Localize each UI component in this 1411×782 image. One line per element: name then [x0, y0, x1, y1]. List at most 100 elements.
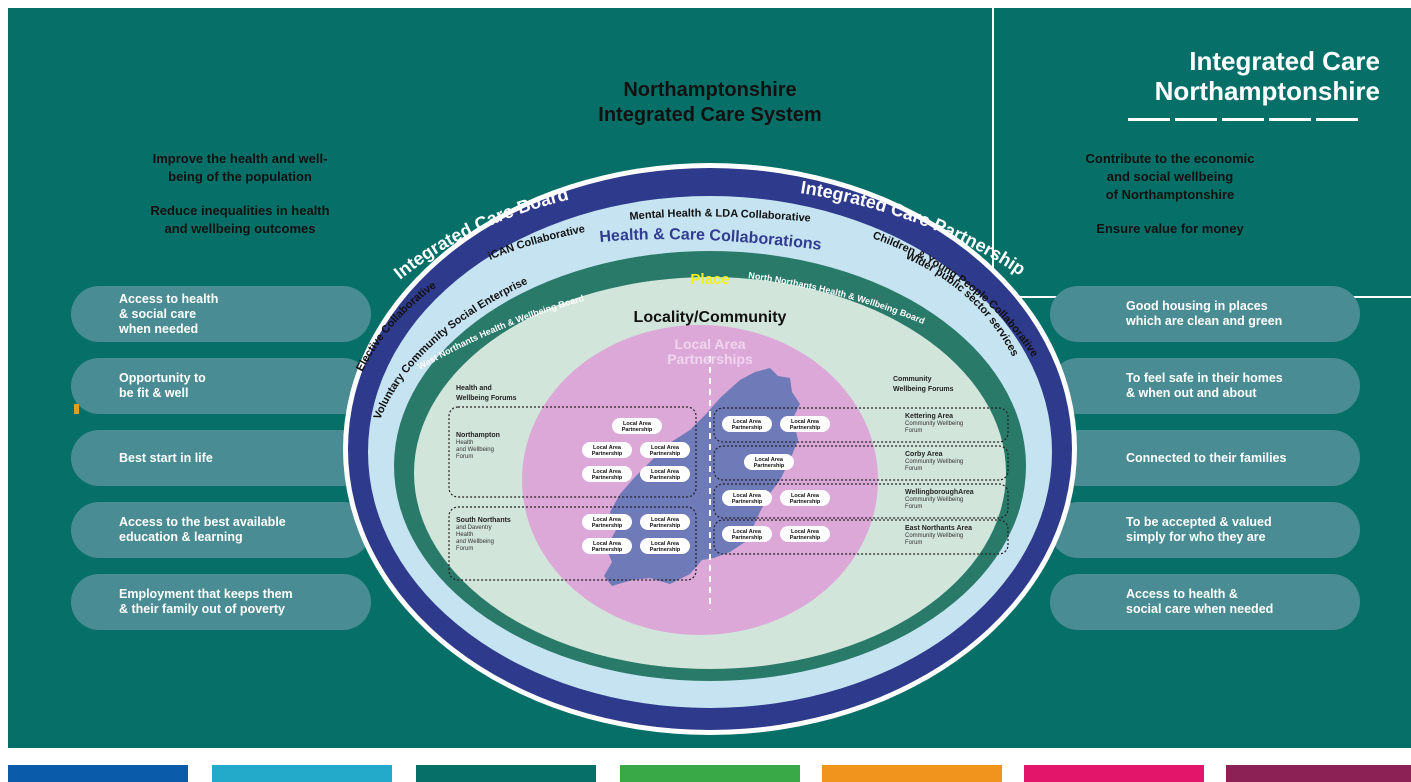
- forum-label: Community Wellbeing: [905, 497, 963, 503]
- outcome-pill-right: Good housing in places which are clean a…: [1050, 286, 1360, 342]
- lap-pill-shape: [722, 490, 772, 506]
- forum-label: Forum: [456, 546, 473, 552]
- lap-pill-shape: [640, 514, 690, 530]
- lap-pill-label: Local Area: [623, 421, 652, 427]
- lap-pill-shape: [640, 442, 690, 458]
- lap-pill-shape: [780, 526, 830, 542]
- color-bar: [212, 765, 392, 782]
- lap-pill-label: Local Area: [791, 493, 820, 499]
- forum-box: [713, 407, 1009, 443]
- forum-label: Forum: [905, 428, 922, 434]
- forum-label: Community Wellbeing: [905, 533, 963, 539]
- hwb-forums-heading: Health and: [456, 385, 492, 392]
- lap-pill-label: Partnership: [732, 499, 763, 505]
- outcome-pill-right: Connected to their families: [1050, 430, 1360, 486]
- lap-pill-label: Local Area: [593, 541, 622, 547]
- lap-pill-label: Partnership: [790, 425, 821, 431]
- lap-pill-label: Partnership: [622, 427, 653, 433]
- forum-label: Forum: [905, 466, 922, 472]
- lap-pill-label: Local Area: [651, 445, 680, 451]
- color-bar: [8, 765, 188, 782]
- forum-box: [448, 406, 697, 498]
- lap-pill-shape: [640, 538, 690, 554]
- outcome-pill-left: Opportunity to be fit & well: [71, 358, 371, 414]
- color-bar: [822, 765, 1002, 782]
- lap-pill-label: Partnership: [592, 451, 623, 457]
- hwb-forums-heading: Wellbeing Forums: [456, 395, 517, 402]
- brand-dash: [1128, 118, 1170, 121]
- lap-pill-shape: [780, 490, 830, 506]
- forum-label: Kettering Area: [905, 413, 953, 420]
- lap-pill-shape: [780, 416, 830, 432]
- lap-pill-label: Local Area: [593, 517, 622, 523]
- forum-label: Forum: [456, 454, 473, 460]
- cwb-forums-heading: Wellbeing Forums: [893, 386, 954, 393]
- brand-line2: Northamptonshire: [1154, 76, 1380, 106]
- forum-label: Forum: [905, 540, 922, 546]
- lap-pill-label: Partnership: [650, 523, 681, 529]
- forum-box: [713, 519, 1009, 555]
- lap-pill-label: Partnership: [790, 535, 821, 541]
- forum-label: Corby Area: [905, 451, 943, 458]
- outcome-pill-left: Employment that keeps them & their famil…: [71, 574, 371, 630]
- outcome-pill-left: Best start in life: [71, 430, 371, 486]
- lap-pill-shape: [744, 454, 794, 470]
- lap-pill-shape: [582, 442, 632, 458]
- color-bar: [620, 765, 800, 782]
- accent-mark: [74, 404, 79, 414]
- lap-pill-label: Partnership: [592, 523, 623, 529]
- lap-pill-label: Local Area: [791, 529, 820, 535]
- lap-pill-label: Partnership: [650, 475, 681, 481]
- lap-pill-shape: [582, 538, 632, 554]
- forum-label: South Northants: [456, 517, 511, 524]
- forum-label: Forum: [905, 504, 922, 510]
- lap-pill-shape: [582, 466, 632, 482]
- outcome-pill-right: Access to health & social care when need…: [1050, 574, 1360, 630]
- lap-pill-shape: [722, 526, 772, 542]
- lap-pill-label: Partnership: [592, 475, 623, 481]
- lap-pill-label: Partnership: [790, 499, 821, 505]
- forum-label: Community Wellbeing: [905, 459, 963, 465]
- divider-vertical: [992, 8, 994, 296]
- forum-label: Health: [456, 440, 473, 446]
- lap-pill-label: Local Area: [733, 493, 762, 499]
- brand-line1: Integrated Care: [1189, 46, 1380, 76]
- forum-label: and Wellbeing: [456, 447, 494, 453]
- color-bar: [1024, 765, 1204, 782]
- lap-pill-label: Partnership: [754, 463, 785, 469]
- outcome-pill-right: To be accepted & valued simply for who t…: [1050, 502, 1360, 558]
- locality-heading: Locality/Community: [634, 309, 787, 326]
- forum-box: [713, 445, 1009, 481]
- forum-label: WellingboroughArea: [905, 489, 974, 496]
- cwb-forums-heading: Community: [893, 376, 932, 383]
- lap-pill-label: Partnership: [592, 547, 623, 553]
- color-bar: [1226, 765, 1411, 782]
- brand-dash: [1222, 118, 1264, 121]
- forum-label: Community Wellbeing: [905, 421, 963, 427]
- brand-logo: Integrated Care Northamptonshire: [1120, 46, 1380, 106]
- brand-dash: [1316, 118, 1358, 121]
- lap-pill-label: Local Area: [651, 517, 680, 523]
- lap-pill-label: Partnership: [650, 451, 681, 457]
- lap-pill-label: Partnership: [650, 547, 681, 553]
- outcome-pill-right: To feel safe in their homes & when out a…: [1050, 358, 1360, 414]
- forum-box: [713, 483, 1009, 519]
- forum-label: and Daventry: [456, 525, 492, 531]
- lap-heading: Partnerships: [667, 351, 753, 367]
